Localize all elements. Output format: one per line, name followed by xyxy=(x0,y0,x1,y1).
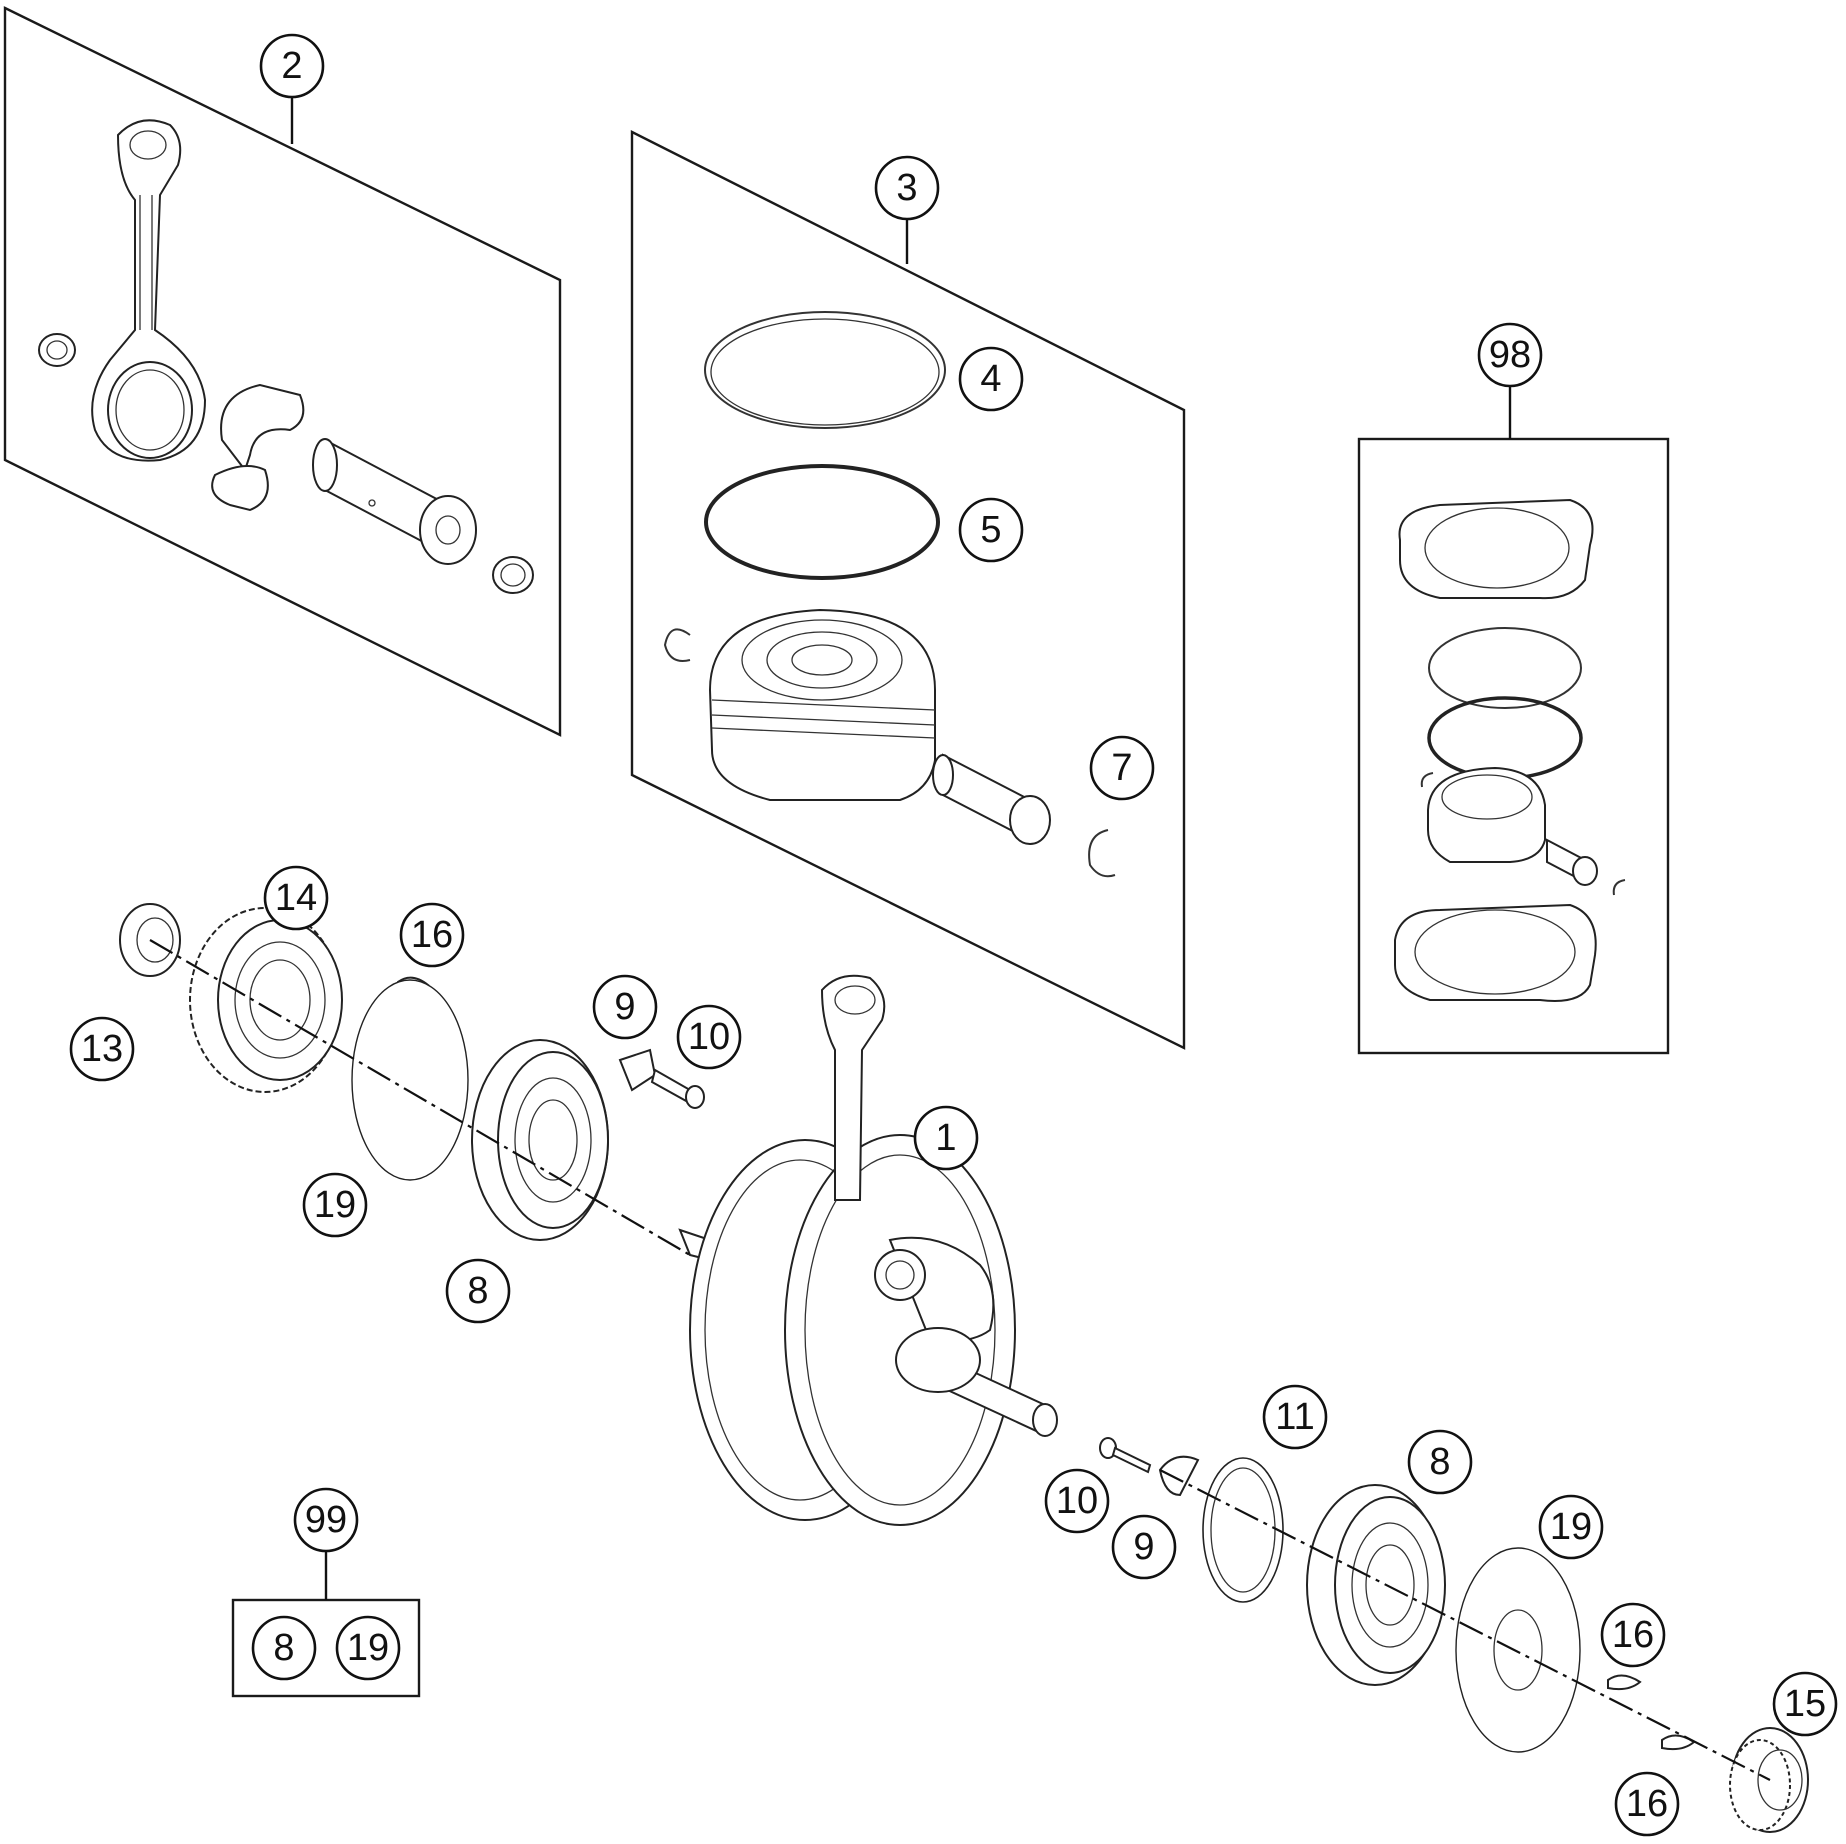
callout-7: 7 xyxy=(1089,735,1155,801)
svg-text:4: 4 xyxy=(980,358,1001,400)
callout-16: 16 xyxy=(1614,1771,1680,1837)
svg-text:2: 2 xyxy=(281,45,302,87)
callout-11: 11 xyxy=(1262,1384,1328,1450)
callout-10: 10 xyxy=(1044,1468,1110,1534)
callout-9: 9 xyxy=(1111,1514,1177,1580)
callout-3: 3 xyxy=(874,155,940,221)
conrod-kit-plate xyxy=(3,6,562,737)
svg-text:7: 7 xyxy=(1111,747,1132,789)
callout-2: 2 xyxy=(259,33,325,99)
callout-19: 19 xyxy=(1538,1494,1604,1560)
callout-15: 15 xyxy=(1772,1671,1838,1737)
svg-text:16: 16 xyxy=(411,914,453,956)
callout-8: 8 xyxy=(251,1615,317,1681)
piston-kit-plate xyxy=(630,130,1186,1050)
svg-text:14: 14 xyxy=(275,877,317,919)
svg-text:19: 19 xyxy=(1550,1506,1592,1548)
gasket-kit-box xyxy=(1357,437,1670,1055)
callout-9: 9 xyxy=(592,974,658,1040)
svg-text:16: 16 xyxy=(1612,1614,1654,1656)
gasket-kit-parts xyxy=(1394,498,1626,1002)
callout-16: 16 xyxy=(399,902,465,968)
svg-text:13: 13 xyxy=(81,1028,123,1070)
piston-kit-parts xyxy=(663,311,1116,878)
right-side-parts xyxy=(1099,1437,1809,1833)
callout-99: 99 xyxy=(293,1487,359,1553)
svg-text:19: 19 xyxy=(314,1184,356,1226)
svg-text:8: 8 xyxy=(273,1627,294,1669)
svg-text:3: 3 xyxy=(896,167,917,209)
svg-text:98: 98 xyxy=(1489,334,1531,376)
svg-text:10: 10 xyxy=(688,1016,730,1058)
callout-16: 16 xyxy=(1600,1602,1666,1668)
svg-text:19: 19 xyxy=(347,1627,389,1669)
svg-text:16: 16 xyxy=(1626,1783,1668,1825)
conrod-kit-parts xyxy=(38,119,534,594)
callout-19: 19 xyxy=(335,1615,401,1681)
svg-text:10: 10 xyxy=(1056,1480,1098,1522)
callout-98: 98 xyxy=(1477,322,1543,388)
svg-text:11: 11 xyxy=(1275,1396,1314,1438)
callout-4: 4 xyxy=(958,346,1024,412)
callout-8: 8 xyxy=(1407,1429,1473,1495)
callout-1: 1 xyxy=(913,1105,979,1171)
svg-text:5: 5 xyxy=(980,509,1001,551)
svg-text:8: 8 xyxy=(467,1270,488,1312)
svg-text:99: 99 xyxy=(305,1499,347,1541)
callout-10: 10 xyxy=(676,1004,742,1070)
crankshaft-part xyxy=(678,974,1058,1526)
callout-19: 19 xyxy=(302,1172,368,1238)
callout-8: 8 xyxy=(445,1258,511,1324)
svg-text:15: 15 xyxy=(1784,1683,1826,1725)
svg-text:9: 9 xyxy=(614,986,635,1028)
axis-line xyxy=(149,939,691,1256)
callout-13: 13 xyxy=(69,1016,135,1082)
axis-line xyxy=(1159,1469,1771,1781)
svg-text:9: 9 xyxy=(1133,1526,1154,1568)
left-side-parts xyxy=(119,903,705,1241)
svg-text:1: 1 xyxy=(935,1117,956,1159)
callout-5: 5 xyxy=(958,497,1024,563)
svg-text:8: 8 xyxy=(1429,1441,1450,1483)
callout-14: 14 xyxy=(263,865,329,931)
